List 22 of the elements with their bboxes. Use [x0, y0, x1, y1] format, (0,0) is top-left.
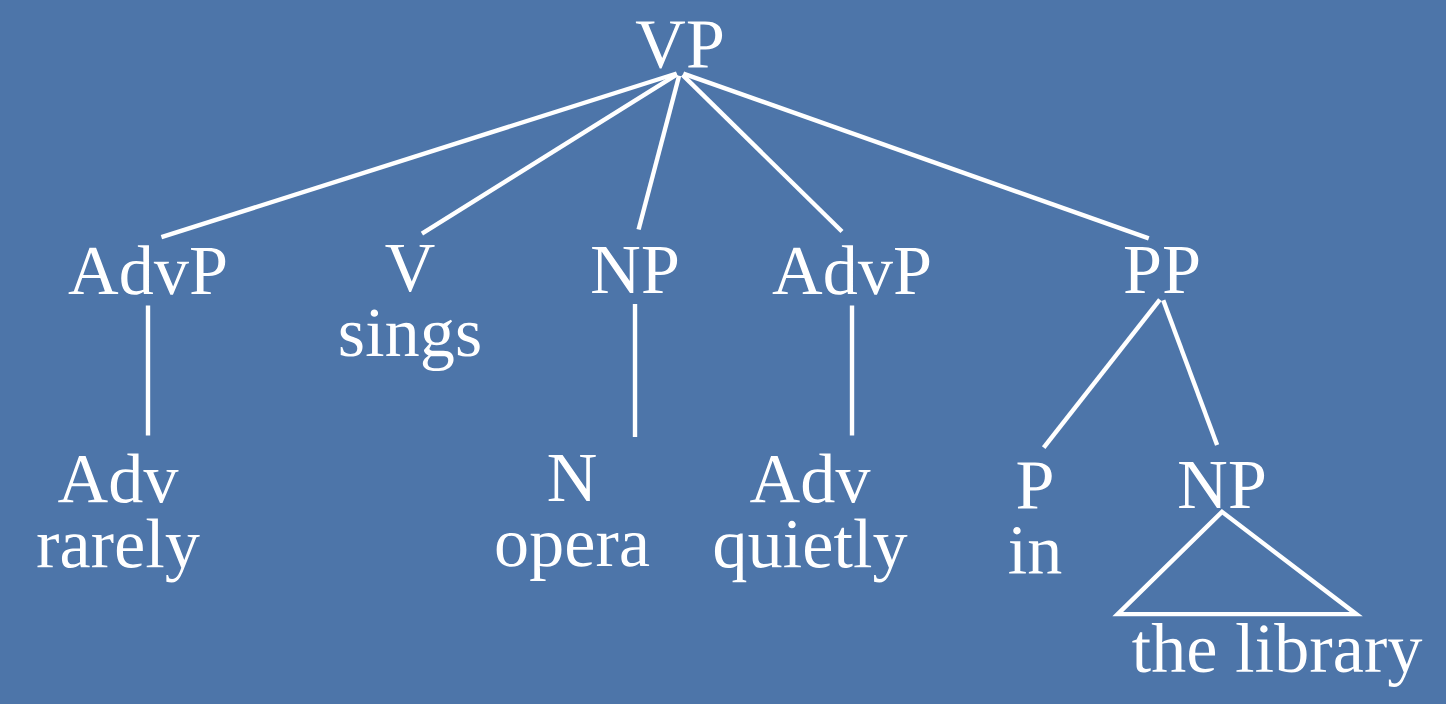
category-label: N opera	[496, 455, 650, 581]
tree-branch	[145, 305, 151, 436]
phrase-label: AdvP	[68, 245, 226, 295]
tree-branch	[160, 71, 678, 240]
category-label: V sings	[340, 244, 480, 372]
phrase-label: VP	[635, 21, 723, 69]
phrase-label: PP	[1124, 247, 1199, 293]
phrase-label: NP	[592, 247, 678, 293]
tree-branch	[1161, 299, 1220, 446]
tree-branch	[420, 72, 679, 236]
tree-branch	[636, 75, 682, 231]
tree-branch	[680, 73, 844, 234]
tree-branch	[849, 305, 855, 436]
phrase-label: AdvP	[772, 245, 930, 295]
category-label: Adv quietly	[714, 453, 908, 583]
category-label: P in	[1009, 462, 1062, 574]
tree-branch	[682, 71, 1150, 241]
phrase-label: NP	[1179, 462, 1265, 508]
category-label: Adv rarely	[37, 453, 200, 583]
triangle-with-words: the library	[1112, 509, 1423, 687]
tree-branch	[1041, 298, 1162, 449]
tree-branch	[632, 303, 638, 438]
